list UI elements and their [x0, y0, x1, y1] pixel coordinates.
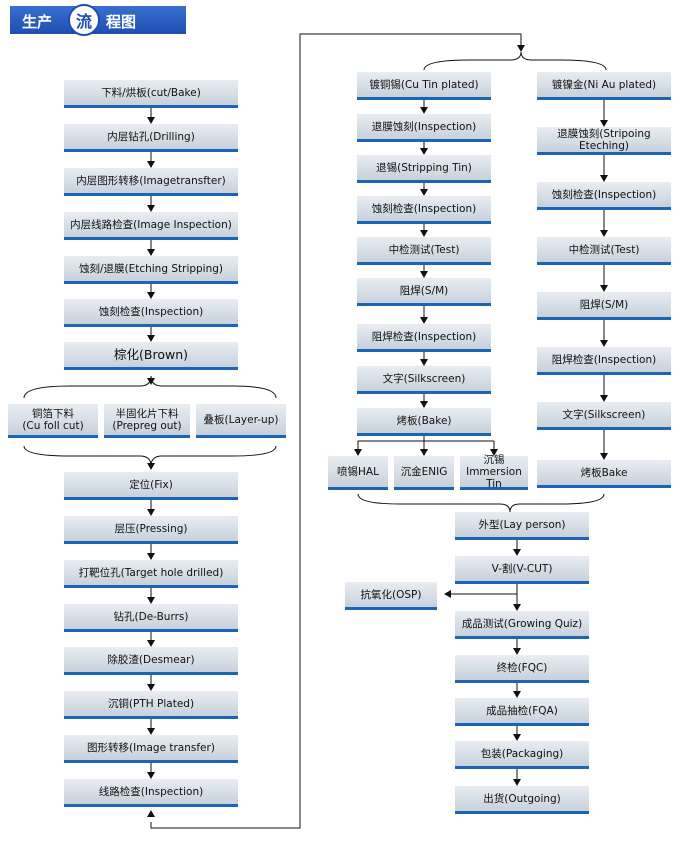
- osp-step: 抗氧化(OSP): [345, 582, 437, 610]
- arrow-head: [513, 604, 521, 611]
- title-right-text: 程图: [106, 13, 137, 31]
- finish-step-1: 喷锡HAL: [328, 456, 388, 490]
- right-step-3: 蚀刻检查(Inspection): [537, 182, 671, 210]
- middle-step-2: 退膜蚀刻(Inspection): [357, 114, 491, 142]
- final-step-6: 包装(Packaging): [455, 741, 589, 769]
- right-step-1: 镀镍金(Ni Au plated): [537, 72, 671, 100]
- lower-step-4: 钻孔(De-Burrs): [64, 604, 238, 632]
- finish-step-2: 沉金ENIG: [394, 456, 454, 490]
- finish-step-3: 沉锡 Immersion Tin: [460, 454, 528, 490]
- arrow-head: [147, 205, 155, 212]
- arrow-head: [147, 684, 155, 691]
- left-step-7: 棕化(Brown): [64, 342, 238, 370]
- arrow-head: [513, 549, 521, 556]
- arrow-head: [600, 340, 608, 347]
- final-step-7: 出货(Outgoing): [455, 786, 589, 814]
- right-step-5: 阻焊(S/M): [537, 292, 671, 320]
- merge-brace: [357, 493, 605, 513]
- arrow-head: [600, 175, 608, 182]
- arrow-head: [147, 335, 155, 342]
- arrow-head: [147, 772, 155, 779]
- layup-step-2: 半固化片下料 (Prepreg out): [104, 404, 190, 438]
- right-step-8: 烤板Bake: [537, 460, 671, 488]
- arrow-head: [420, 230, 428, 237]
- title-circle-text: 流: [75, 12, 92, 31]
- arrow-head: [513, 691, 521, 698]
- arrow-head: [147, 249, 155, 256]
- arrow-head: [147, 117, 155, 124]
- arrow-head: [600, 395, 608, 402]
- final-step-1: 外型(Lay person): [455, 512, 589, 540]
- middle-step-1: 镀铜锡(Cu Tin plated): [357, 72, 491, 100]
- arrow-head: [513, 648, 521, 655]
- left-step-4: 内层线路检查(Image Inspection): [64, 212, 238, 240]
- loop-arrow-up: [147, 810, 155, 817]
- middle-step-6: 阻焊(S/M): [357, 278, 491, 306]
- middle-step-5: 中检测试(Test): [357, 237, 491, 265]
- layup-step-1: 铜箔下料 (Cu foll cut): [8, 404, 98, 438]
- lower-step-3: 打靶位孔(Target hole drilled): [64, 560, 238, 588]
- right-step-6: 阻焊检查(Inspection): [537, 347, 671, 375]
- arrow-head: [513, 734, 521, 741]
- final-step-2: V-割(V-CUT): [455, 556, 589, 584]
- arrow-head: [600, 285, 608, 292]
- arrow-head: [420, 148, 428, 155]
- left-step-2: 内层钻孔(Drilling): [64, 124, 238, 152]
- lower-step-2: 层压(Pressing): [64, 516, 238, 544]
- final-step-4: 终检(FQC): [455, 655, 589, 683]
- right-step-2: 退膜蚀刻(Stripoing Eteching): [537, 127, 671, 155]
- arrow-head: [420, 271, 428, 278]
- right-step-4: 中检测试(Test): [537, 237, 671, 265]
- lower-step-1: 定位(Fix): [64, 472, 238, 500]
- arrow-head: [600, 230, 608, 237]
- arrow-head: [600, 120, 608, 127]
- final-step-3: 成品测试(Growing Quiz): [455, 611, 589, 639]
- lower-step-5: 除胶渣(Desmear): [64, 647, 238, 675]
- left-step-6: 蚀刻检查(Inspection): [64, 299, 238, 327]
- left-step-5: 蚀刻/退膜(Etching Stripping): [64, 256, 238, 284]
- arrow-head: [147, 640, 155, 647]
- middle-step-3: 退锡(Stripping Tin): [357, 155, 491, 183]
- final-step-5: 成品抽检(FQA): [455, 698, 589, 726]
- right-step-7: 文字(Silkscreen): [537, 402, 671, 430]
- fanout-arrow: [490, 449, 498, 456]
- layup-step-3: 叠板(Layer-up): [196, 404, 286, 438]
- title-banner: 生产 流 程图: [10, 4, 186, 36]
- lower-step-7: 图形转移(Image transfer): [64, 735, 238, 763]
- middle-step-4: 蚀刻检查(Inspection): [357, 196, 491, 224]
- middle-step-7: 阻焊检查(Inspection): [357, 324, 491, 352]
- arrow-head: [420, 107, 428, 114]
- upper-brace: [23, 375, 277, 399]
- arrow-head: [600, 453, 608, 460]
- title-left-text: 生产: [22, 13, 53, 31]
- arrow-head: [420, 359, 428, 366]
- loop-arrow-down: [517, 45, 525, 52]
- arrow-head: [147, 292, 155, 299]
- arrow-head: [147, 728, 155, 735]
- brace-arrow-lower: [147, 463, 155, 470]
- osp-arrow: [444, 590, 451, 598]
- title-circle: 流: [68, 4, 100, 36]
- left-step-3: 内层图形转移(Imagetransfter): [64, 168, 238, 196]
- loop-connector: [150, 33, 522, 829]
- middle-step-9: 烤板(Bake): [357, 408, 491, 436]
- arrow-head: [147, 597, 155, 604]
- arrow-head: [420, 317, 428, 324]
- arrow-head: [420, 401, 428, 408]
- arrow-head: [147, 553, 155, 560]
- arrow-head: [147, 161, 155, 168]
- arrow-head: [420, 189, 428, 196]
- split-brace: [423, 51, 607, 71]
- brace-arrow: [147, 378, 155, 385]
- lower-step-6: 沉铜(PTH Plated): [64, 691, 238, 719]
- arrow-head: [147, 509, 155, 516]
- left-step-1: 下料/烘板(cut/Bake): [64, 80, 238, 108]
- middle-step-8: 文字(Silkscreen): [357, 366, 491, 394]
- arrow-head: [513, 779, 521, 786]
- fanout-arrow: [354, 449, 362, 456]
- lower-step-8: 线路检查(Inspection): [64, 779, 238, 807]
- fanout-arrow: [420, 449, 428, 456]
